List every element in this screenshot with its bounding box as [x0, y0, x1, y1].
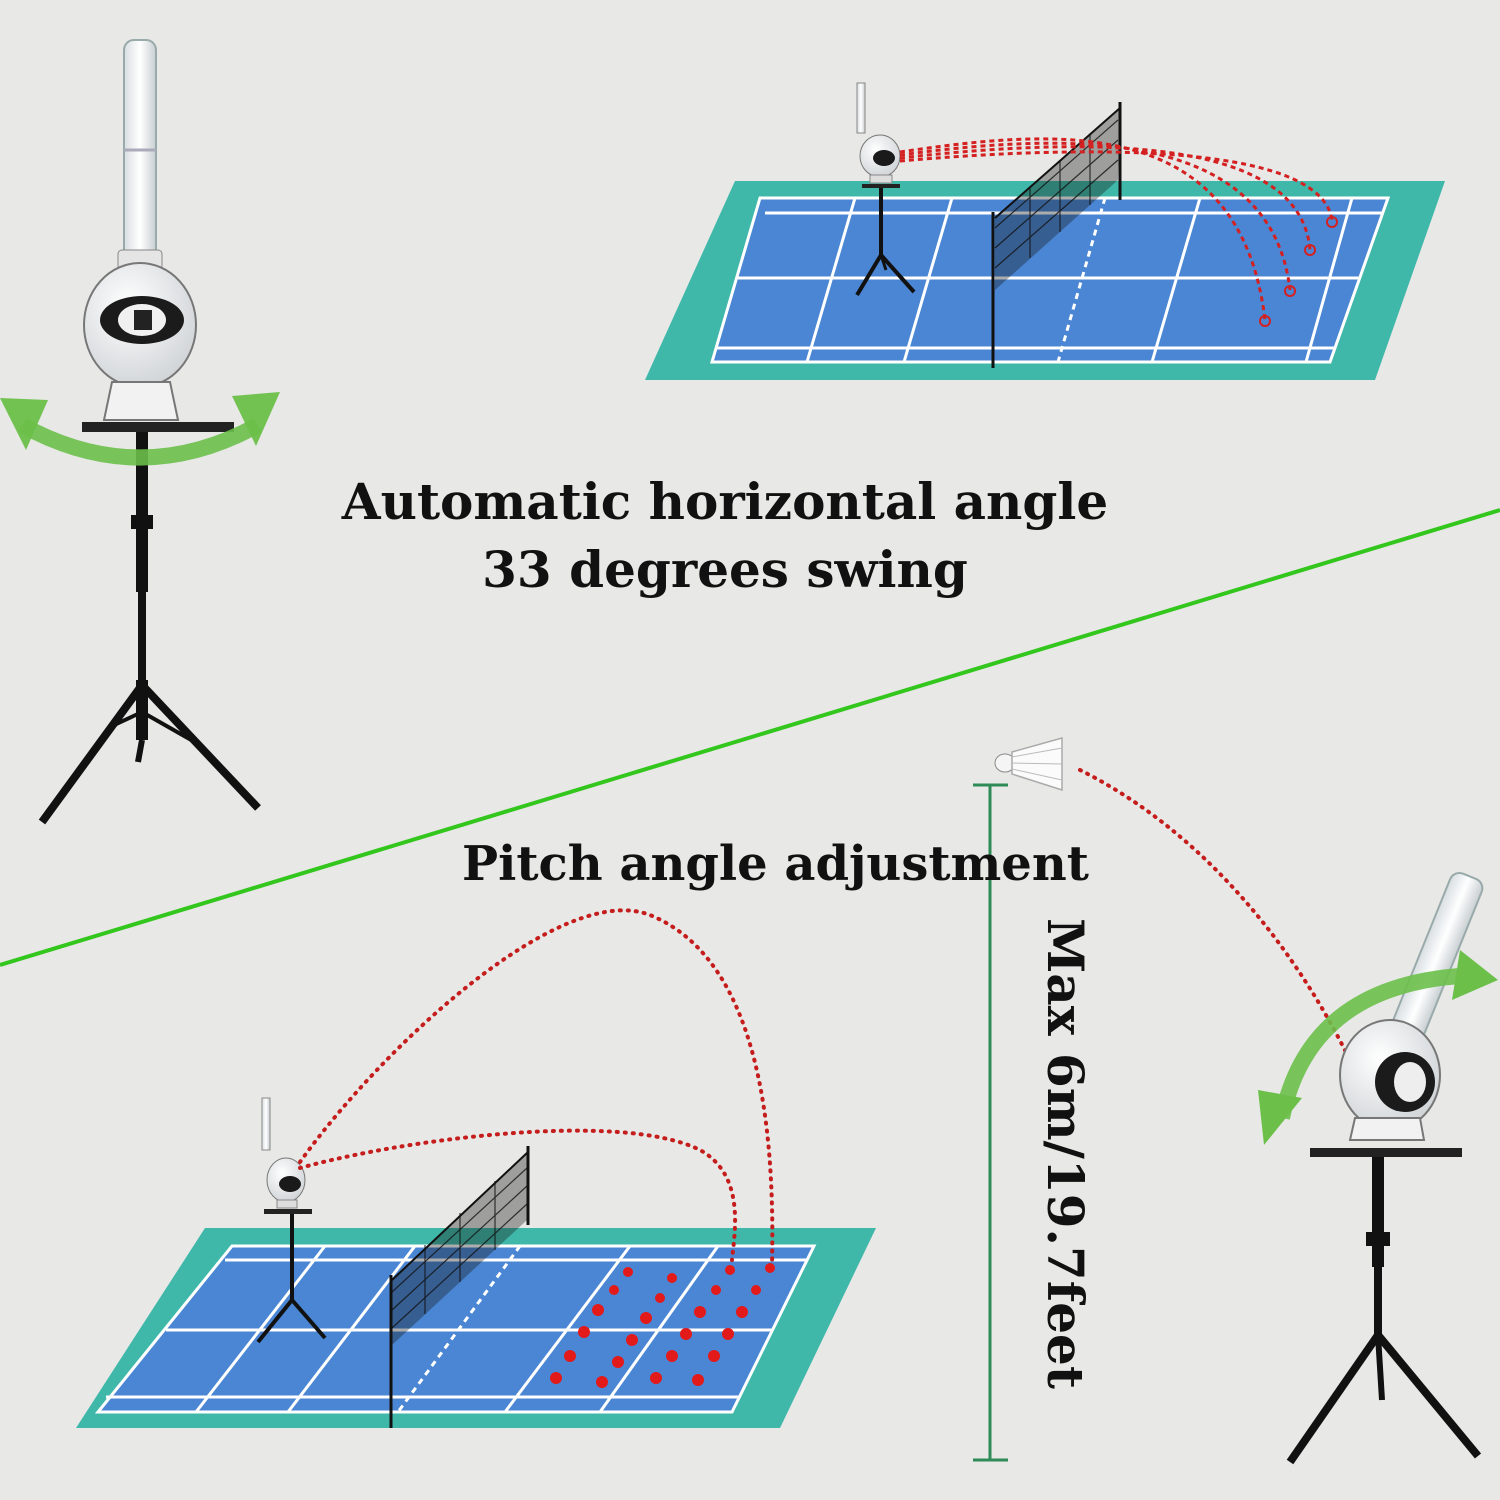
shuttlecock-icon — [994, 737, 1063, 792]
bottom-right-machine-icon — [1258, 871, 1498, 1465]
top-court — [645, 82, 1445, 380]
pitch-angle-caption: Pitch angle adjustment — [462, 836, 1089, 892]
horizontal-angle-caption-line1: Automatic horizontal angle — [341, 472, 1109, 531]
bottom-court — [76, 908, 876, 1428]
top-court-machine-icon — [855, 82, 916, 297]
landing-dots — [550, 1263, 775, 1388]
horizontal-angle-caption: Automatic horizontal angle 33 degrees sw… — [330, 468, 1120, 604]
top-trajectories — [899, 137, 1334, 321]
horizontal-angle-caption-line2: 33 degrees swing — [482, 540, 968, 599]
bottom-court-machine-icon — [256, 1097, 327, 1344]
shuttle-trajectory — [1078, 768, 1374, 1112]
bottom-trajectories — [298, 908, 775, 1267]
diagonal-divider — [0, 508, 1500, 967]
height-marker — [973, 783, 1008, 1462]
top-left-machine-icon — [0, 39, 280, 825]
max-height-caption: Max 6m/19.7feet — [1036, 918, 1095, 1389]
